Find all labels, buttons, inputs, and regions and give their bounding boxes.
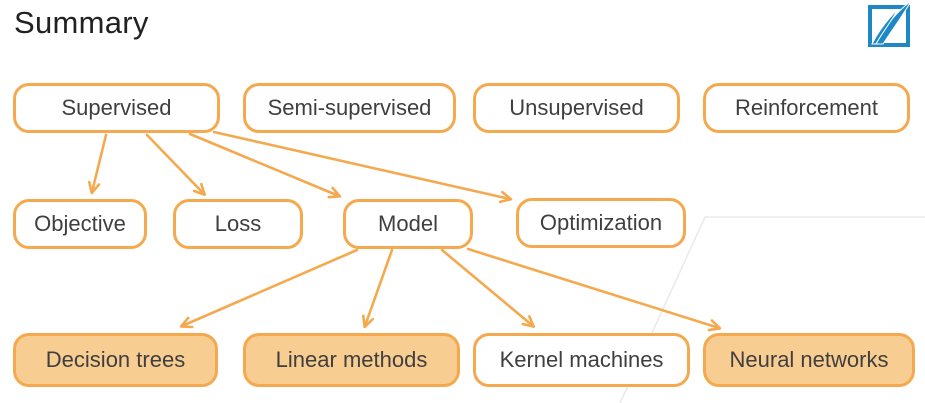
node-label: Reinforcement <box>734 95 879 120</box>
node-loss: Loss <box>173 199 303 249</box>
node-label: Semi-supervised <box>267 95 432 120</box>
node-kernel-machines: Kernel machines <box>473 333 690 387</box>
edge-supervised-loss <box>145 133 206 197</box>
book-pages-logo-icon <box>868 0 912 47</box>
node-label: Unsupervised <box>509 95 644 120</box>
node-reinforcement: Reinforcement <box>703 83 910 133</box>
node-label: Linear methods <box>275 347 428 372</box>
edge-model-decision-trees <box>179 248 359 329</box>
node-label: Loss <box>214 211 262 236</box>
node-unsupervised: Unsupervised <box>473 83 680 133</box>
node-optimization: Optimization <box>516 198 686 248</box>
edge-supervised-objective <box>87 133 108 195</box>
edge-supervised-model <box>188 132 342 199</box>
node-label: Optimization <box>539 210 663 235</box>
node-supervised: Supervised <box>13 83 220 133</box>
node-label: Neural networks <box>729 347 889 372</box>
node-label: Objective <box>34 211 126 236</box>
node-neural-networks: Neural networks <box>703 333 915 387</box>
edge-supervised-optimization <box>212 130 513 204</box>
node-label: Supervised <box>61 95 172 120</box>
node-label: Decision trees <box>45 347 186 372</box>
node-semi-supervised: Semi-supervised <box>243 83 456 133</box>
page-title: Summary <box>14 5 149 40</box>
edge-model-neural-networks <box>466 247 722 332</box>
edge-model-kernel-machines <box>440 248 536 328</box>
edge-model-linear-methods <box>362 248 394 329</box>
node-label: Model <box>378 211 438 236</box>
node-decision-trees: Decision trees <box>13 333 218 387</box>
node-objective: Objective <box>13 199 147 249</box>
node-label: Kernel machines <box>499 347 664 372</box>
node-linear-methods: Linear methods <box>243 333 460 387</box>
node-model: Model <box>343 199 473 249</box>
